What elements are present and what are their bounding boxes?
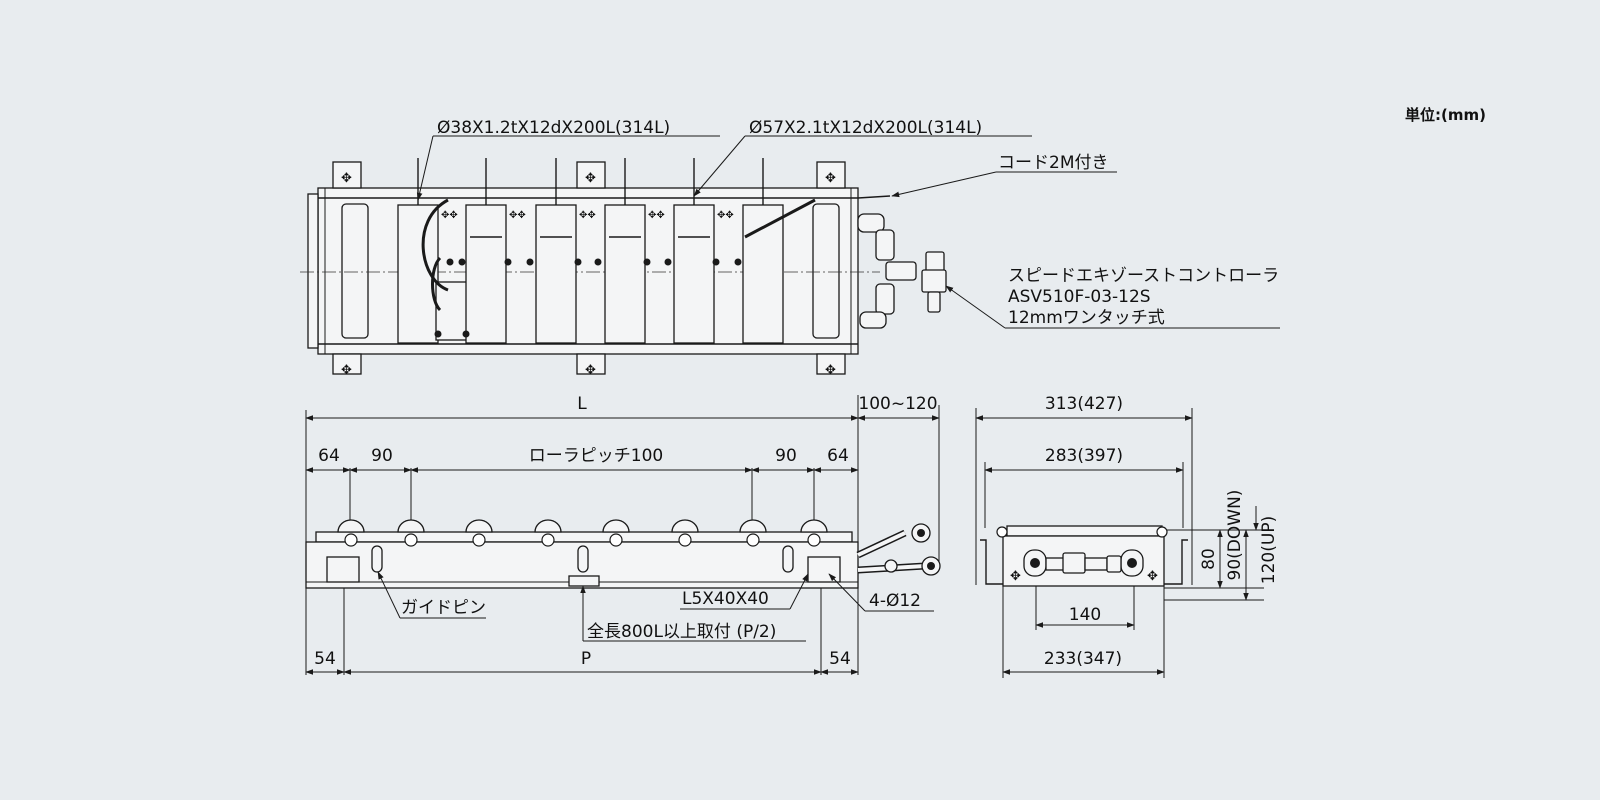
hose xyxy=(431,256,442,312)
fittings: ✥✥ ✥✥ ✥✥ ✥✥ ✥✥ xyxy=(434,210,742,338)
tube-large xyxy=(673,204,715,344)
dim-64-right: 64 xyxy=(827,446,849,466)
dim-64-left: 64 xyxy=(318,446,340,466)
mount-note: 全長800L以上取付 (P/2) xyxy=(587,622,776,642)
dim-313: 313(427) xyxy=(1045,394,1123,414)
hose xyxy=(744,198,816,239)
dim-90-right: 90 xyxy=(775,446,797,466)
top-plate xyxy=(315,531,853,543)
tube-large-label: Ø57X2.1tX12dX200L(314L) xyxy=(749,118,982,138)
controller-label-line2: ASV510F-03-12S xyxy=(1008,287,1151,307)
svg-text:✥: ✥ xyxy=(585,363,596,378)
mount-plate xyxy=(576,353,606,375)
tube-large xyxy=(465,204,507,344)
mount-plate xyxy=(576,161,606,189)
dim-P: P xyxy=(581,649,591,669)
end-roller xyxy=(341,203,369,339)
svg-text:✥: ✥ xyxy=(341,171,352,186)
top-view: ✥ ✥ ✥ ✥ ✥ ✥ xyxy=(300,118,1280,378)
dim-90-left: 90 xyxy=(371,446,393,466)
dim-54-left: 54 xyxy=(314,649,336,669)
end-view: ✥ ✥ 313(427) 283(397) 140 233(347) 80 90… xyxy=(975,394,1279,678)
svg-text:✥✥: ✥✥ xyxy=(717,210,734,221)
dim-80: 80 xyxy=(1199,548,1219,570)
dim-54-right: 54 xyxy=(829,649,851,669)
dim-140: 140 xyxy=(1069,605,1101,625)
angle-bracket xyxy=(326,556,360,583)
end-controller xyxy=(1023,549,1144,577)
end-top-plate xyxy=(1006,525,1163,537)
dim-L: L xyxy=(577,394,587,414)
unit-label: 単位:(mm) xyxy=(1405,106,1486,124)
svg-text:✥: ✥ xyxy=(341,363,352,378)
mount-plate xyxy=(332,353,362,375)
dim-120-up: 120(UP) xyxy=(1259,516,1279,584)
controller-label-line3: 12mmワンタッチ式 xyxy=(1008,308,1165,328)
rollers xyxy=(337,519,828,547)
angle-bracket xyxy=(807,556,841,583)
cord-label: コード2M付き xyxy=(998,153,1108,173)
tube-small-label: Ø38X1.2tX12dX200L(314L) xyxy=(437,118,670,138)
controller-label-line1: スピードエキゾーストコントローラ xyxy=(1008,266,1279,286)
mount-plate xyxy=(816,161,846,189)
tube-large xyxy=(535,204,577,344)
hose xyxy=(421,198,449,292)
side-view: L 100~120 64 90 ローラピッチ100 90 64 ガイドピン L5… xyxy=(305,394,941,675)
dim-90-down: 90(DOWN) xyxy=(1225,490,1245,581)
end-roller xyxy=(812,203,840,339)
svg-text:✥: ✥ xyxy=(825,363,836,378)
dim-233: 233(347) xyxy=(1044,649,1122,669)
svg-text:✥✥: ✥✥ xyxy=(579,210,596,221)
dim-283: 283(397) xyxy=(1045,446,1123,466)
svg-text:✥✥: ✥✥ xyxy=(648,210,665,221)
roller-pitch-label: ローラピッチ100 xyxy=(529,446,663,466)
dim-L-extra: 100~120 xyxy=(858,394,937,414)
svg-text:✥: ✥ xyxy=(585,171,596,186)
exhaust-controller xyxy=(857,195,947,329)
guide-pin xyxy=(782,545,794,573)
tube-large xyxy=(742,204,784,344)
tube-large xyxy=(604,204,646,344)
angle-label: L5X40X40 xyxy=(682,589,769,609)
guide-pin xyxy=(577,545,589,573)
svg-text:✥✥: ✥✥ xyxy=(509,210,526,221)
guide-pin xyxy=(371,545,383,573)
svg-text:✥✥: ✥✥ xyxy=(441,210,458,221)
guide-pin-label: ガイドピン xyxy=(401,598,486,618)
holes-label: 4-Ø12 xyxy=(869,591,921,611)
svg-text:✥: ✥ xyxy=(1010,569,1021,584)
mount-plate xyxy=(332,161,362,189)
mount-plate xyxy=(816,353,846,375)
svg-text:✥: ✥ xyxy=(825,171,836,186)
svg-text:✥: ✥ xyxy=(1147,569,1158,584)
side-piping xyxy=(856,523,941,576)
